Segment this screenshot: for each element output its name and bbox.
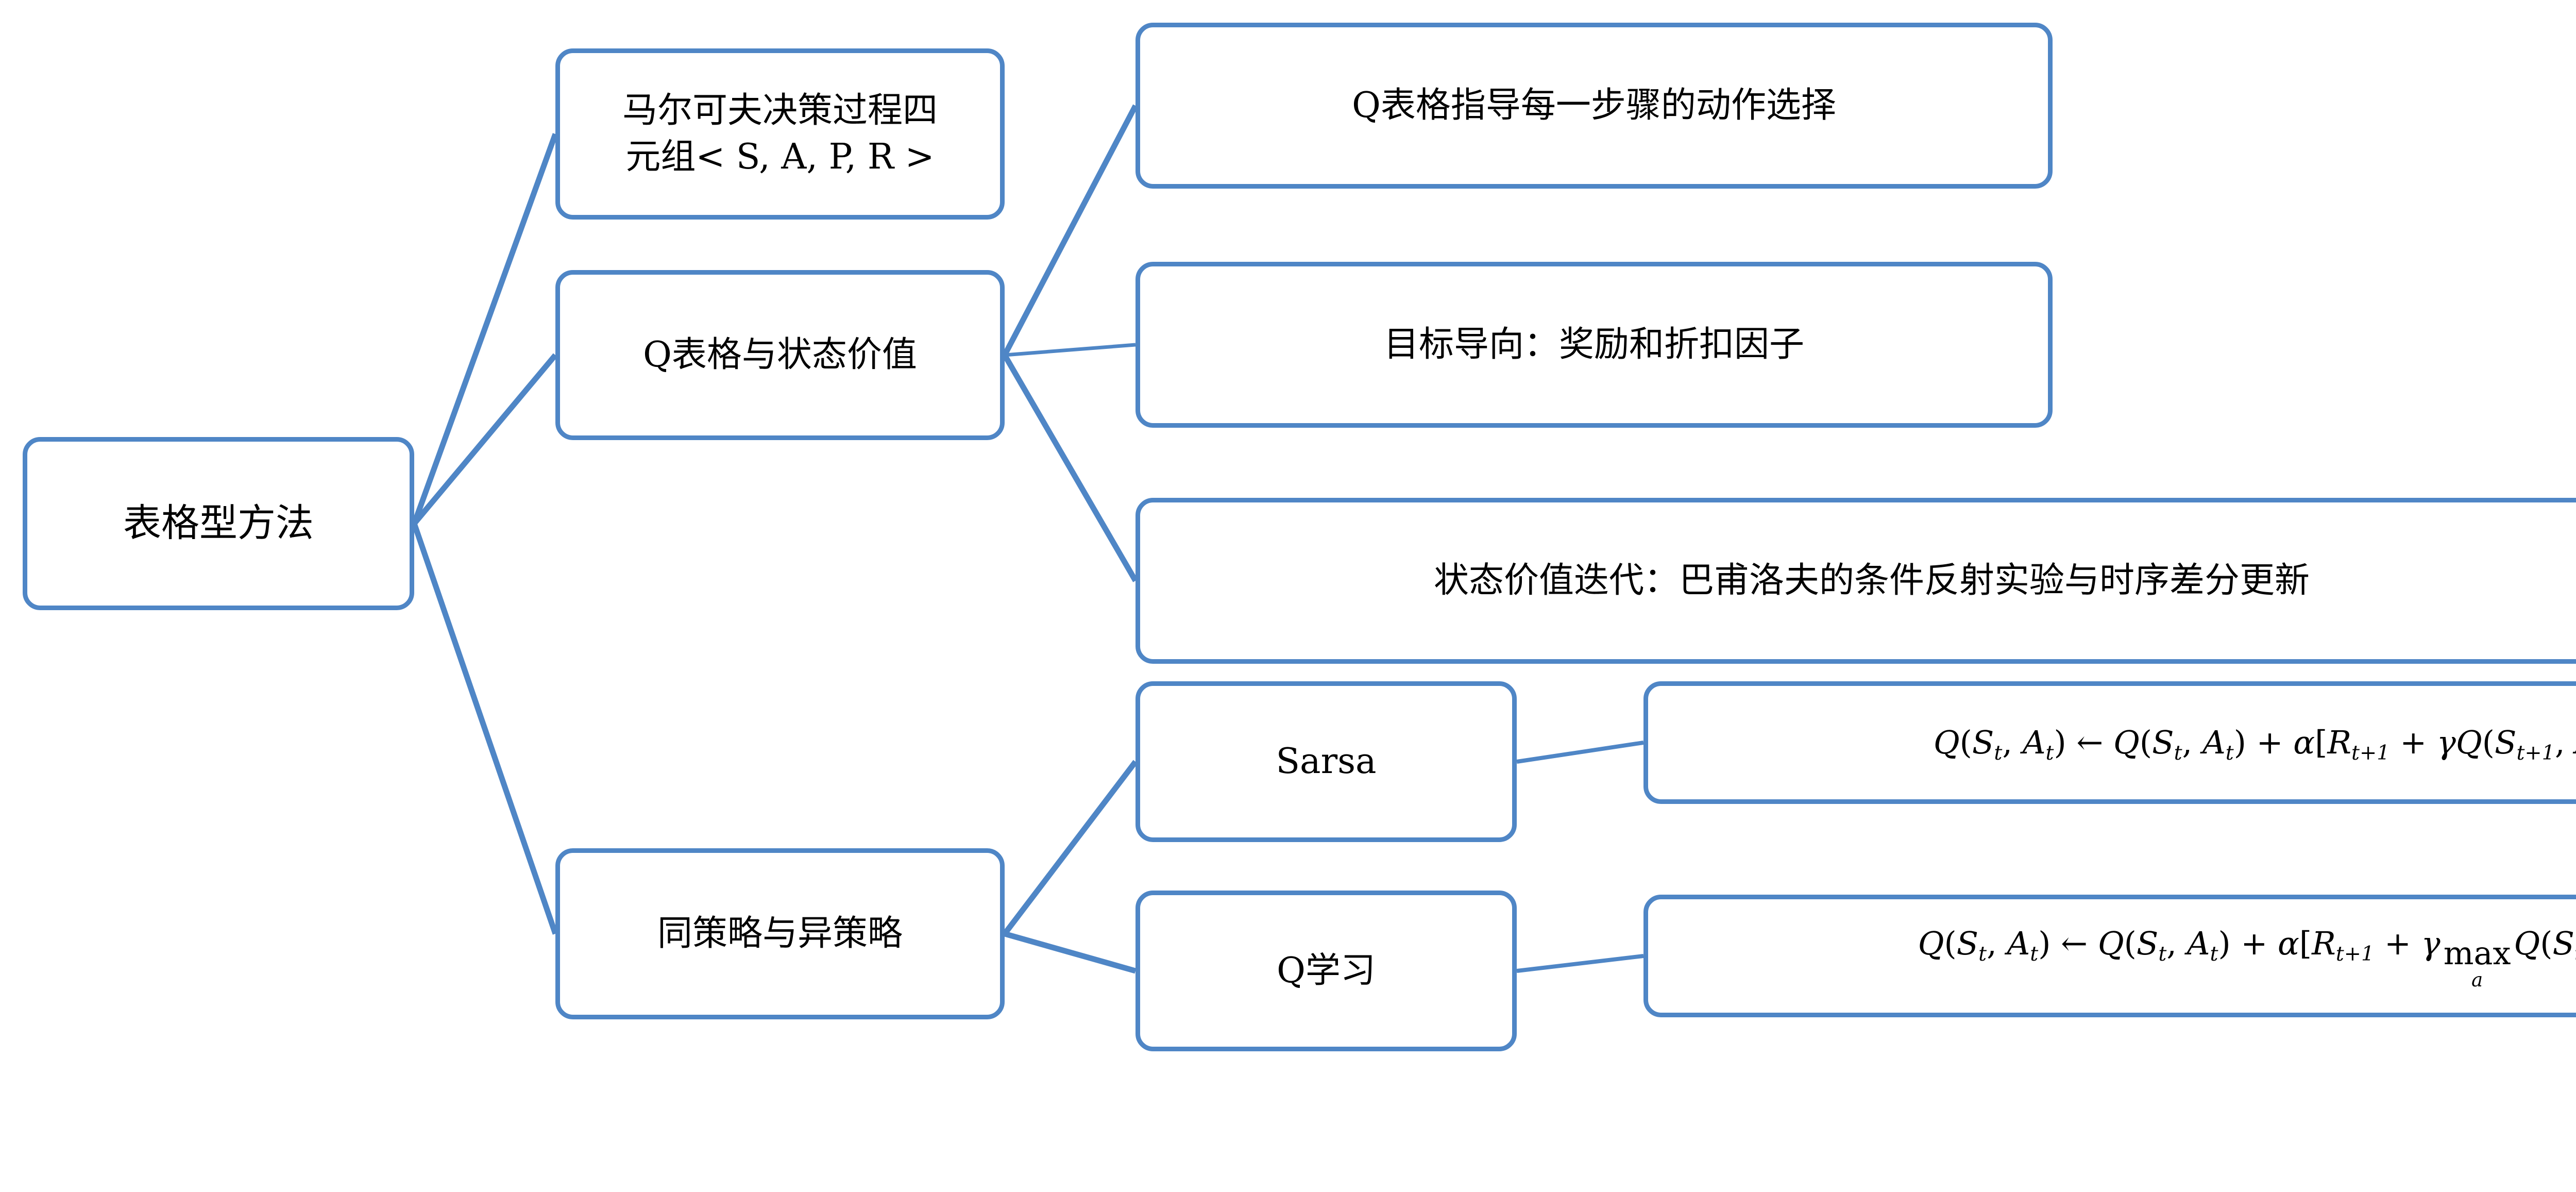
node-q-table-guides-action-selection[interactable]: Q表格指导每一步骤的动作选择 xyxy=(1136,23,2053,189)
node-sarsa-label: Sarsa xyxy=(1276,741,1377,782)
node-q-learning[interactable]: Q学习 xyxy=(1136,891,1517,1051)
connector-root-to-mdp xyxy=(411,133,558,525)
node-goal-oriented-reward-discount[interactable]: 目标导向：奖励和折扣因子 xyxy=(1136,262,2053,428)
node-goal-label: 目标导向：奖励和折扣因子 xyxy=(1383,324,1804,365)
connector-root-to-policy xyxy=(411,523,558,935)
connector-qtable-to-qguide xyxy=(1002,104,1138,357)
node-root-label: 表格型方法 xyxy=(123,501,314,546)
sarsa-equation-text: Q(St, At) ← Q(St, At) + α[Rt+1 + γQ(St+1… xyxy=(1933,724,2576,765)
connector-policy-to-sarsa xyxy=(1002,760,1138,936)
node-on-policy-off-policy[interactable]: 同策略与异策略 xyxy=(555,848,1005,1019)
node-state-value-iteration[interactable]: 状态价值迭代：巴甫洛夫的条件反射实验与时序差分更新 xyxy=(1136,498,2576,664)
node-qtable-label: Q表格与状态价值 xyxy=(643,334,917,376)
connector-policy-to-qlearn xyxy=(1004,931,1137,974)
node-qlearn-label: Q学习 xyxy=(1277,950,1376,992)
connector-root-to-qtable xyxy=(412,353,558,526)
node-sarsa[interactable]: Sarsa xyxy=(1136,681,1517,842)
node-sarsa-update-equation[interactable]: Q(St, At) ← Q(St, At) + α[Rt+1 + γQ(St+1… xyxy=(1643,681,2576,804)
node-q-table-and-state-value[interactable]: Q表格与状态价值 xyxy=(555,270,1005,440)
node-root-tabular-methods[interactable]: 表格型方法 xyxy=(23,437,414,610)
connector-qtable-to-goal xyxy=(1004,343,1136,357)
node-qguide-label: Q表格指导每一步骤的动作选择 xyxy=(1352,85,1836,126)
qlearn-eq-q1: Q xyxy=(1918,925,1944,963)
node-valueiter-label: 状态价值迭代：巴甫洛夫的条件反射实验与时序差分更新 xyxy=(1433,560,2310,601)
connector-qtable-to-valueiter xyxy=(1002,354,1138,582)
connector-sarsa-to-equation xyxy=(1516,741,1644,764)
connector-qlearn-to-equation xyxy=(1516,954,1644,973)
node-markov-decision-process[interactable]: 马尔可夫决策过程四 元组< S, A, P, R > xyxy=(555,48,1005,220)
sarsa-eq-q1: Q xyxy=(1933,724,1960,762)
node-mdp-label: 马尔可夫决策过程四 元组< S, A, P, R > xyxy=(622,90,938,177)
node-policy-label: 同策略与异策略 xyxy=(657,913,903,954)
